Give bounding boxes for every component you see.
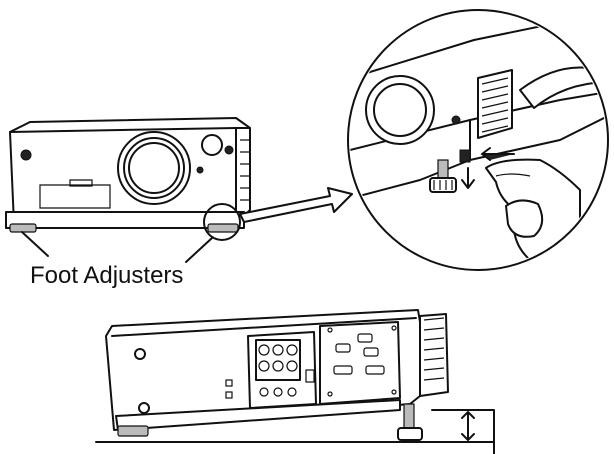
lens-front bbox=[117, 131, 191, 205]
foot-right bbox=[207, 223, 239, 233]
foot-adjuster-knob bbox=[429, 177, 457, 193]
height-dimension bbox=[431, 409, 495, 454]
highlight-circle-small bbox=[203, 203, 241, 241]
rear-foot bbox=[117, 425, 149, 437]
down-arrow bbox=[461, 167, 475, 189]
zoom-detail bbox=[347, 9, 609, 271]
projector-side-view bbox=[95, 309, 495, 454]
foot-adjusters-label: Foot Adjusters bbox=[30, 262, 184, 289]
extended-foot-adjuster bbox=[397, 427, 423, 441]
leader-line-right bbox=[185, 237, 213, 263]
projector-front-view bbox=[5, 117, 251, 263]
callout-arrow bbox=[239, 187, 353, 223]
release-button bbox=[459, 149, 471, 163]
foot-left bbox=[9, 223, 37, 233]
leader-line-left bbox=[21, 231, 49, 257]
